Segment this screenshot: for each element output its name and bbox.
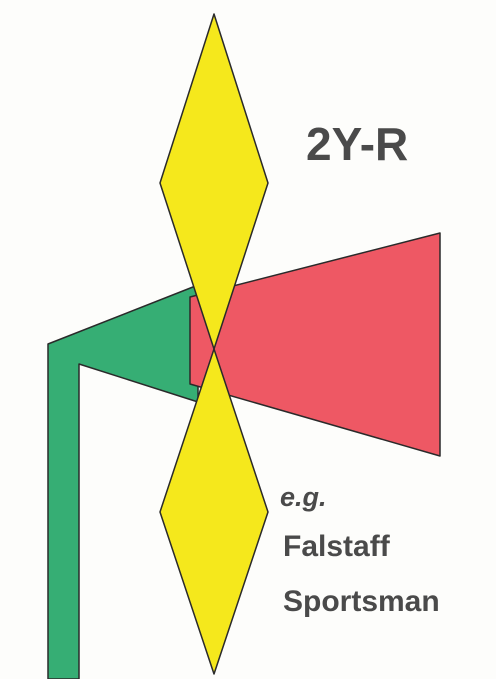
- signal-code-label: 2Y-R: [306, 118, 408, 170]
- example-name-2: Sportsman: [283, 585, 440, 618]
- example-name-1: Falstaff: [283, 530, 391, 563]
- example-prefix: e.g.: [280, 482, 327, 512]
